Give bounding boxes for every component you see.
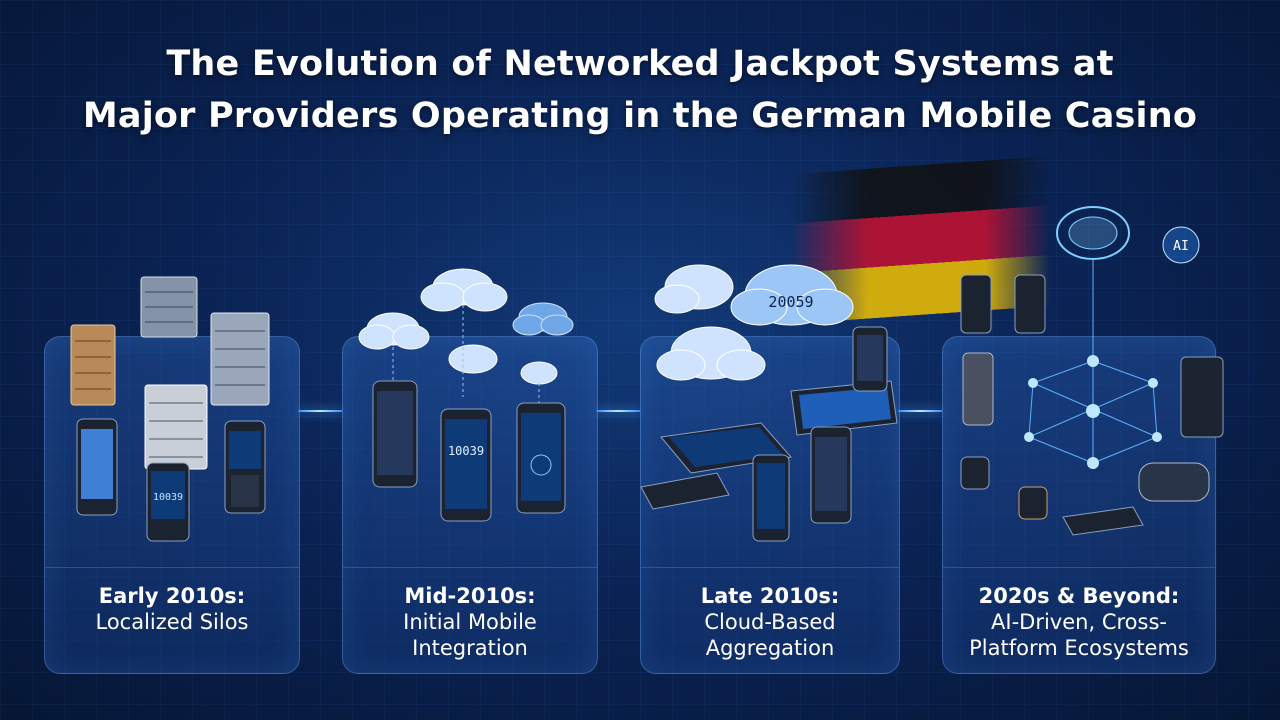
stage-description: AI-Driven, Cross- bbox=[991, 610, 1167, 634]
stage-panel-early-2010s: 10039 Early 2010s: Localized Silos bbox=[44, 276, 300, 674]
cloud-aggregation-illustration: 20059 bbox=[640, 264, 898, 542]
stage-panel-late-2010s: 20059 Late 2010s: Cloud-Based bbox=[640, 264, 900, 674]
stage-era: Mid-2010s: bbox=[404, 584, 536, 608]
title-line-1: The Evolution of Networked Jackpot Syste… bbox=[166, 44, 1114, 84]
ai-badge-icon: AI bbox=[1162, 226, 1200, 264]
cloud-icon bbox=[420, 268, 508, 312]
connector-2-3 bbox=[596, 410, 640, 412]
smartphone-icon bbox=[372, 380, 418, 488]
tablet-icon bbox=[1180, 356, 1224, 438]
cloud-icon bbox=[448, 344, 558, 385]
ai-network-illustration: AI bbox=[960, 206, 1224, 536]
stage-era: Late 2010s: bbox=[700, 584, 840, 608]
stage-caption: Late 2010s: Cloud-Based Aggregation bbox=[641, 583, 899, 661]
server-rack-icon bbox=[140, 276, 198, 338]
panel-divider bbox=[343, 567, 597, 568]
stage-description: Cloud-Based bbox=[704, 610, 836, 634]
connector-1-2 bbox=[298, 410, 342, 412]
stage-era: Early 2010s: bbox=[98, 584, 246, 608]
panel-divider bbox=[641, 567, 899, 568]
cloud-icon bbox=[730, 264, 854, 326]
network-node bbox=[1024, 355, 1162, 469]
smartphone-icon: 10039 bbox=[146, 462, 190, 542]
smartphone-icon bbox=[810, 426, 852, 524]
ai-brain-icon bbox=[1056, 206, 1130, 260]
server-rack-icon bbox=[70, 324, 116, 406]
smartphone-icon bbox=[224, 420, 266, 514]
stage-description-line-2: Integration bbox=[412, 636, 528, 660]
servers-and-phones-illustration: 10039 bbox=[70, 276, 270, 542]
phone-screen-text: 10039 bbox=[153, 492, 183, 503]
cloud-icon bbox=[654, 264, 734, 314]
stage-description: Initial Mobile bbox=[403, 610, 537, 634]
stage-panel-2020s-beyond: AI 2020 bbox=[942, 206, 1224, 674]
title-line-2: Major Providers Operating in the German … bbox=[82, 96, 1198, 136]
vr-headset-icon bbox=[1138, 462, 1210, 502]
cloud-icon bbox=[512, 302, 574, 336]
stage-caption: Mid-2010s: Initial Mobile Integration bbox=[343, 583, 597, 661]
page-title: The Evolution of Networked Jackpot Syste… bbox=[0, 38, 1280, 142]
tablet-icon bbox=[1062, 506, 1144, 536]
cloud-label-text: 20059 bbox=[768, 293, 813, 311]
stage-era: 2020s & Beyond: bbox=[978, 584, 1180, 608]
stage-caption: 2020s & Beyond: AI-Driven, Cross- Platfo… bbox=[943, 583, 1215, 661]
stage-caption: Early 2010s: Localized Silos bbox=[45, 583, 299, 635]
phone-screen-text: 10039 bbox=[448, 444, 484, 458]
smartphone-icon bbox=[960, 274, 1046, 426]
stage-description-line-2: Platform Ecosystems bbox=[969, 636, 1189, 660]
stage-description-line-2: Aggregation bbox=[705, 636, 835, 660]
ai-badge-text: AI bbox=[1173, 239, 1189, 254]
cloud-icon bbox=[358, 312, 430, 350]
smartphone-icon: 10039 bbox=[440, 408, 492, 522]
connector-3-4 bbox=[898, 410, 942, 412]
smartwatch-icon bbox=[960, 456, 1048, 520]
smartphone-icon bbox=[852, 326, 888, 392]
cloud-and-phones-illustration: 10039 bbox=[358, 268, 574, 522]
smartphone-icon bbox=[516, 402, 566, 514]
stage-description: Localized Silos bbox=[95, 610, 249, 634]
server-rack-icon bbox=[144, 384, 208, 470]
panel-divider bbox=[943, 567, 1215, 568]
stage-panel-mid-2010s: 10039 Mid-2010s: Initial Mobile Integrat… bbox=[342, 268, 598, 674]
cloud-icon bbox=[656, 326, 766, 381]
smartphone-icon bbox=[76, 418, 118, 516]
smartphone-icon bbox=[640, 472, 730, 510]
server-rack-icon bbox=[210, 312, 270, 406]
smartphone-icon bbox=[752, 454, 790, 542]
panel-divider bbox=[45, 567, 299, 568]
